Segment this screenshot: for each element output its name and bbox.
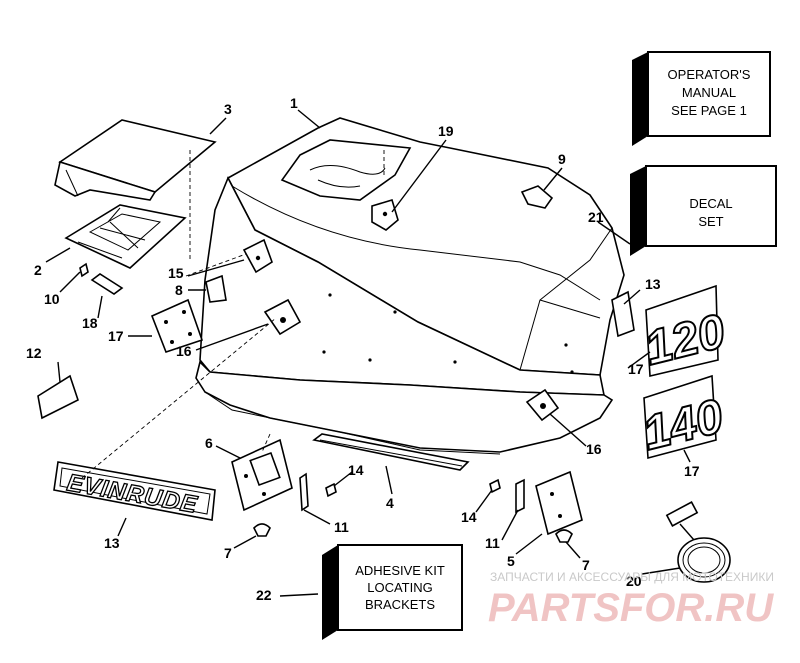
callout-10: 10 [44,291,60,307]
bracket-11-right [515,478,525,514]
callout-18: 18 [82,315,98,331]
motor-cover [195,117,625,455]
box-adhesive-kit: ADHESIVE KIT LOCATING BRACKETS [322,544,463,640]
callout-numbers: 1 2 3 4 5 6 7 7 8 9 10 11 11 12 13 13 14… [26,95,700,603]
bracket-11-left [299,472,309,512]
callout-13-right: 13 [645,276,661,292]
vent-13 [611,290,635,338]
callout-20: 20 [626,573,642,589]
box-manual-line1: OPERATOR'S [668,67,751,82]
box-decal-set: DECAL SET [630,165,777,256]
callout-6: 6 [205,435,213,451]
callout-14-left: 14 [348,462,364,478]
decal-140-text: 140 [638,390,729,461]
box-decal-line1: DECAL [689,196,732,211]
callout-5: 5 [507,553,515,569]
callout-4: 4 [386,495,394,511]
decal-120: 120 [639,284,732,377]
screw-14-left [325,482,337,498]
screw-10 [79,262,89,278]
trim-strip-4 [312,433,470,471]
callout-2: 2 [34,262,42,278]
label-12 [37,374,79,420]
leader-lines [45,109,691,597]
latch-part [520,185,554,209]
box-adhesive-line1: ADHESIVE KIT [355,563,445,578]
watermark-tagline: ЗАПЧАСТИ И АКСЕССУАРЫ ДЛЯ МОТОТЕХНИКИ [490,570,774,584]
callout-17-right-bottom: 17 [684,463,700,479]
box-adhesive-line2: LOCATING [367,580,433,595]
callout-16-lower: 16 [586,441,602,457]
callout-1: 1 [290,95,298,111]
strip-18 [90,273,124,295]
callout-16-upper: 16 [176,343,192,359]
watermark: ЗАПЧАСТИ И АКСЕССУАРЫ ДЛЯ МОТОТЕХНИКИ PA… [488,570,774,630]
screw-14-right [489,478,501,494]
box-decal-line2: SET [698,214,723,229]
evinrude-decal: EVINRUDE [53,461,216,521]
callout-13-left: 13 [104,535,120,551]
box-adhesive-line3: BRACKETS [365,597,435,612]
callout-7-left: 7 [224,545,232,561]
callout-9: 9 [558,151,566,167]
box-manual-line3: SEE PAGE 1 [671,103,747,118]
callout-7-right: 7 [582,557,590,573]
callout-21: 21 [588,209,604,225]
top-cap [54,119,217,262]
clip-8 [205,274,227,303]
callout-8: 8 [175,282,183,298]
callout-22: 22 [256,587,272,603]
coil-20 [665,501,731,583]
grommet-7-left [253,523,271,537]
callout-15: 15 [168,265,184,281]
decal-140: 140 [637,374,730,462]
bracket-5 [535,470,583,536]
watermark-logo: PARTSFOR.RU [488,586,774,630]
callout-17-right-top: 17 [628,361,644,377]
callout-12: 12 [26,345,42,361]
callout-14-right: 14 [461,509,477,525]
bracket-6 [231,438,293,512]
bracket-16-upper [263,298,302,336]
callout-3: 3 [224,101,232,117]
box-operators-manual: OPERATOR'S MANUAL SEE PAGE 1 [632,51,771,146]
gasket-2 [64,204,187,269]
callout-11-right: 11 [485,535,500,551]
callout-17-left: 17 [108,328,124,344]
box-manual-line2: MANUAL [682,85,736,100]
grommet-7-right [555,529,573,543]
callout-11-left: 11 [334,519,349,535]
plate-17-left [150,298,204,353]
callout-19: 19 [438,123,454,139]
